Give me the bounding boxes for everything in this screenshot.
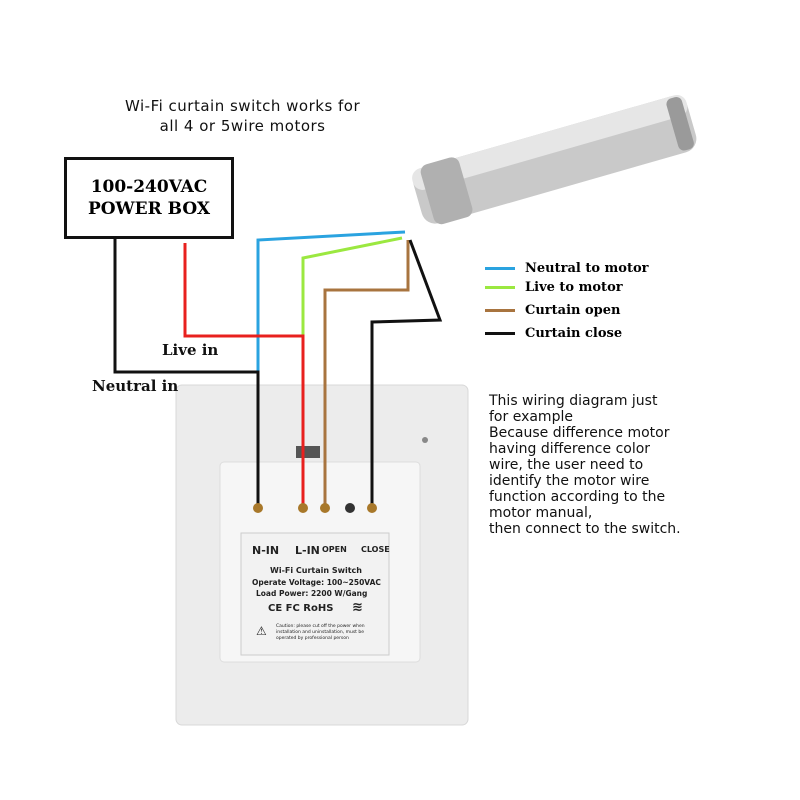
title-line-1: Wi-Fi curtain switch works for — [125, 97, 361, 115]
wire-neutral-motor — [256, 230, 406, 372]
diagram-title: Wi-Fi curtain switch works for all 4 or … — [125, 96, 360, 136]
power-box-line-1: 100-240VAC — [90, 177, 208, 197]
legend-neutral-to-motor: Neutral to motor — [485, 261, 649, 276]
curtain-motor — [412, 94, 697, 225]
power-box-line-2: POWER BOX — [87, 199, 211, 219]
wifi-icon: ≋ — [352, 600, 363, 615]
wire-live-motor — [301, 236, 403, 336]
certification-marks: CE FC RoHS — [268, 603, 334, 614]
note-text: This wiring diagram just for example Bec… — [489, 393, 681, 537]
caution-text: Caution: please cut off the power when i… — [276, 624, 365, 641]
title-line-2: all 4 or 5wire motors — [159, 117, 326, 135]
legend-live-to-motor: Live to motor — [485, 280, 623, 295]
terminal-close: CLOSE — [361, 545, 390, 554]
wire-neutral-in — [113, 239, 260, 505]
terminal-l-in: L-IN — [295, 544, 320, 557]
terminal-open: OPEN — [322, 545, 347, 554]
operate-voltage: Operate Voltage: 100~250VAC — [252, 578, 381, 587]
legend-curtain-close: Curtain close — [485, 326, 622, 341]
terminals — [253, 503, 377, 513]
product-name: Wi-Fi Curtain Switch — [270, 566, 362, 575]
load-power: Load Power: 2200 W/Gang — [256, 589, 368, 598]
wire-curtain-close — [370, 239, 443, 505]
legend-curtain-open: Curtain open — [485, 303, 620, 318]
neutral-in-label: Neutral in — [92, 377, 179, 395]
wire-live-in — [183, 243, 305, 505]
switch-label-panel — [240, 532, 390, 656]
live-in-label: Live in — [162, 341, 219, 359]
warning-icon: ⚠ — [256, 624, 267, 638]
wire-curtain-open — [323, 240, 410, 505]
terminal-n-in: N-IN — [252, 544, 280, 557]
